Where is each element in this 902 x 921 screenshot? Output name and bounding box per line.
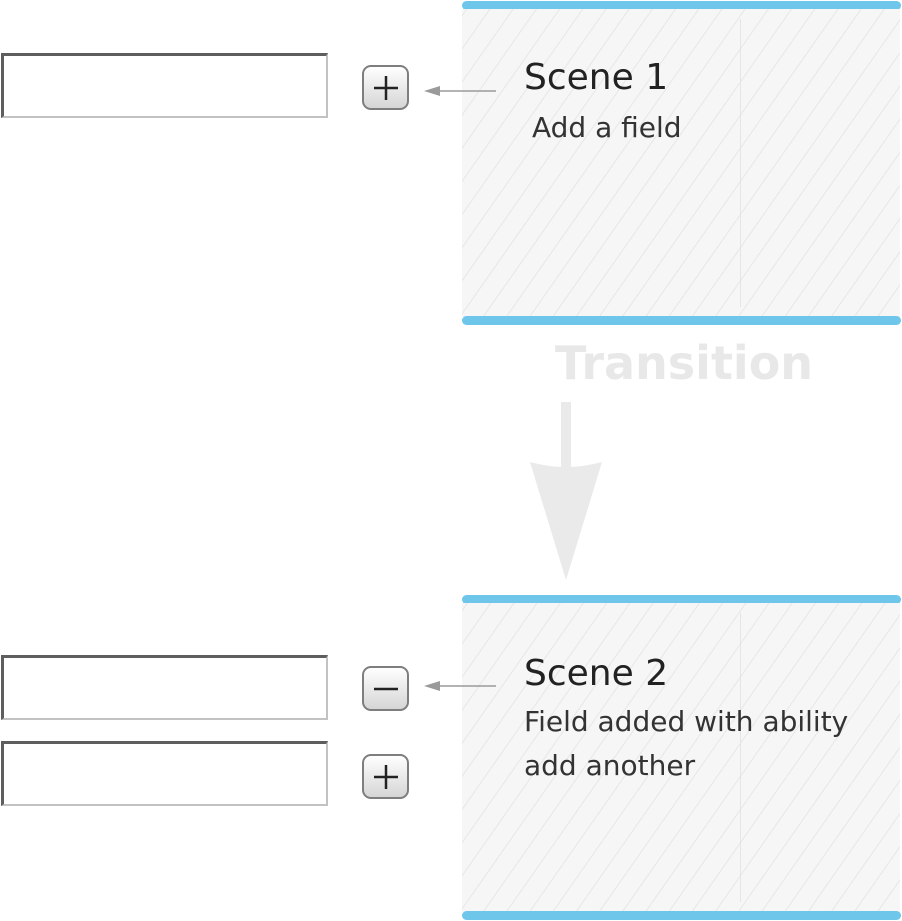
scene1-top-bar [462, 1, 901, 10]
minus-icon [373, 687, 398, 690]
scene2-remove-button[interactable] [362, 666, 409, 711]
scene1-add-button[interactable] [362, 65, 409, 110]
scene2-add-button[interactable] [362, 754, 409, 799]
scene2-text-field-1[interactable] [1, 655, 328, 720]
scene1-description: Add a field [532, 111, 682, 144]
scene2-text-field-2[interactable] [1, 741, 328, 806]
plus-icon [373, 764, 398, 789]
scene1-title: Scene 1 [524, 57, 669, 98]
scene2-pointer-arrow [424, 681, 496, 691]
scene2-title: Scene 2 [524, 653, 669, 694]
scene2-panel [462, 603, 900, 912]
scene1-pointer-arrow [424, 86, 496, 96]
scene2-description-line-1: Field added with ability [524, 705, 849, 738]
scene2-top-bar [462, 595, 901, 604]
scene2-description-line-2: add another [524, 749, 696, 782]
transition-label: Transition [555, 336, 814, 390]
scene1-text-field[interactable] [1, 53, 328, 118]
plus-icon [373, 75, 398, 100]
scene1-panel [462, 9, 900, 317]
scene2-bottom-bar [462, 911, 901, 920]
scene1-bottom-bar [462, 316, 901, 325]
down-arrow-icon [530, 402, 602, 580]
